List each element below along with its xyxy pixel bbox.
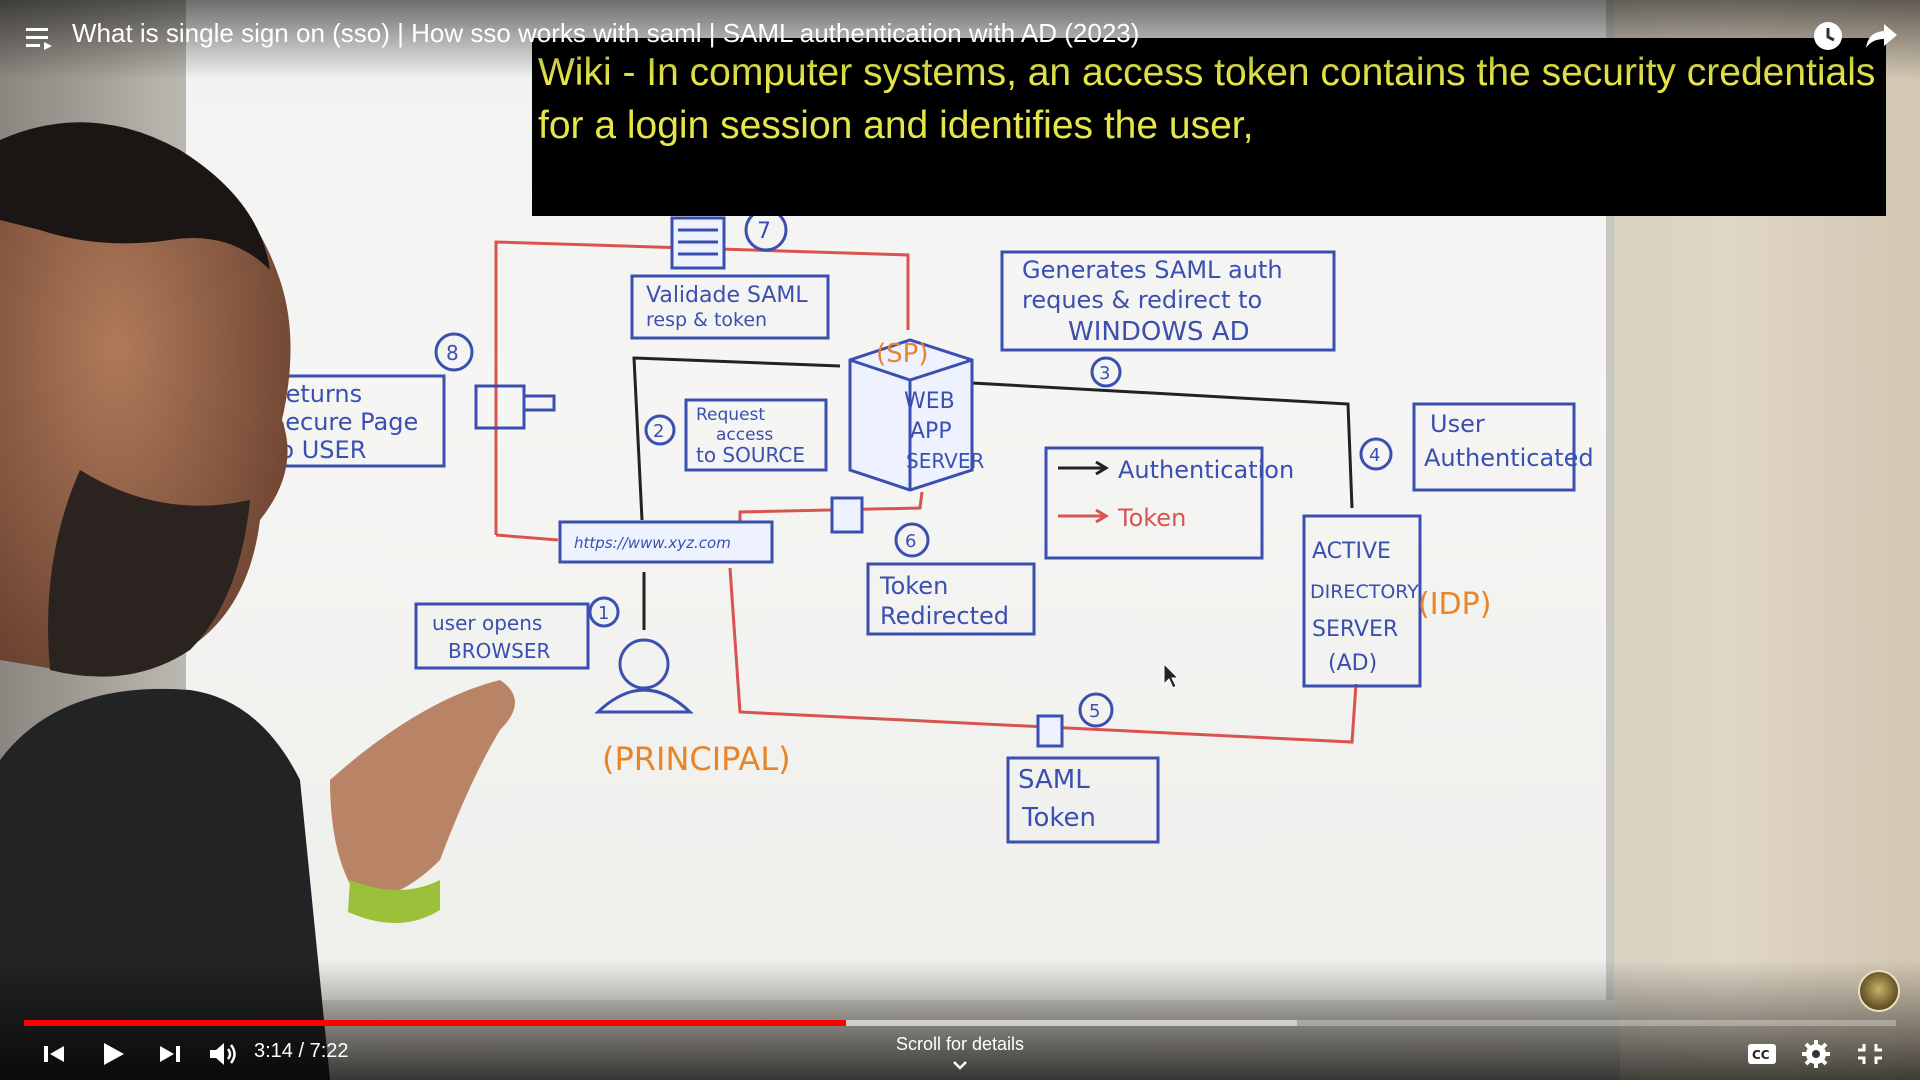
- generates-box: [1000, 250, 1336, 352]
- mouse-cursor: [1163, 662, 1180, 689]
- request-box: [684, 398, 828, 472]
- svg-text:BROWSER: BROWSER: [448, 639, 550, 663]
- svg-text:3: 3: [1099, 363, 1110, 384]
- svg-text:WINDOWS AD: WINDOWS AD: [1068, 317, 1250, 347]
- share-icon[interactable]: [1864, 20, 1898, 52]
- progress-bar[interactable]: [24, 1020, 1896, 1026]
- svg-text:Request: Request: [696, 405, 765, 425]
- svg-text:4: 4: [1369, 445, 1380, 466]
- black-auth-line: [632, 356, 841, 521]
- svg-text:Redirected: Redirected: [880, 602, 1009, 630]
- principal-head: [618, 638, 670, 690]
- svg-text:8: 8: [446, 341, 459, 365]
- progress-played: [24, 1020, 846, 1026]
- svg-text:to SOURCE: to SOURCE: [696, 443, 805, 467]
- svg-text:WEB: WEB: [904, 389, 955, 414]
- exit-fullscreen-icon[interactable]: [1852, 1038, 1888, 1070]
- svg-text:Generates SAML auth: Generates SAML auth: [1022, 256, 1283, 284]
- step-4: [1359, 437, 1393, 471]
- black-server-ad: [971, 381, 1354, 509]
- svg-text:Token: Token: [1117, 504, 1186, 532]
- step-3: [1090, 356, 1122, 388]
- step-5: [1078, 692, 1114, 728]
- svg-text:SERVER: SERVER: [906, 449, 984, 473]
- video-title[interactable]: What is single sign on (sso) | How sso w…: [72, 18, 1140, 48]
- svg-text:Token: Token: [1021, 803, 1096, 833]
- svg-text:5: 5: [1089, 701, 1100, 722]
- sp-label: (SP): [876, 339, 928, 369]
- svg-text:access: access: [716, 425, 773, 445]
- red-arrow-to-url: [495, 533, 559, 542]
- saml-doc-icon: [1036, 714, 1064, 748]
- next-icon[interactable]: [152, 1038, 188, 1070]
- svg-text:User: User: [1430, 410, 1485, 438]
- svg-text:(AD): (AD): [1328, 651, 1377, 676]
- token-redirected-box: [866, 562, 1036, 636]
- svg-text:user opens: user opens: [432, 611, 542, 635]
- play-icon[interactable]: [94, 1038, 130, 1070]
- svg-text:Secure Page: Secure Page: [270, 408, 418, 436]
- svg-text:reques & redirect to: reques & redirect to: [1022, 286, 1262, 314]
- legend-box: [1044, 446, 1264, 560]
- user-auth-box: [1412, 402, 1576, 492]
- top-gradient: [0, 0, 1920, 80]
- validate-line-2: resp & token: [646, 309, 767, 331]
- token-doc-icon: [830, 496, 864, 534]
- ad-box: [1302, 514, 1422, 688]
- step-8: [434, 332, 474, 372]
- svg-text:SERVER: SERVER: [1312, 617, 1398, 642]
- svg-text:SAML: SAML: [1018, 765, 1090, 795]
- svg-text:6: 6: [905, 531, 916, 552]
- validate-line-1: Validade SAML: [646, 283, 808, 308]
- chevron-down-icon[interactable]: [946, 1058, 974, 1074]
- user-opens-box: [414, 602, 590, 670]
- svg-text:Authentication: Authentication: [1118, 456, 1294, 484]
- playlist-menu-icon[interactable]: [26, 26, 56, 52]
- browser-url-bar: [558, 520, 774, 564]
- svg-text:https://www.xyz.com: https://www.xyz.com: [574, 534, 731, 552]
- settings-gear-icon[interactable]: [1798, 1038, 1834, 1070]
- watch-later-icon[interactable]: [1812, 20, 1844, 52]
- svg-text:CC: CC: [1752, 1048, 1770, 1062]
- time-display: 3:14 / 7:22: [254, 1040, 349, 1062]
- principal-body: [594, 688, 694, 714]
- step-1: [588, 596, 620, 628]
- captions-icon[interactable]: CC: [1744, 1038, 1780, 1070]
- step-2: [644, 414, 676, 446]
- previous-icon[interactable]: [36, 1038, 72, 1070]
- principal-label: (PRINCIPAL): [602, 740, 791, 778]
- svg-text:DIRECTORY: DIRECTORY: [1310, 581, 1419, 603]
- svg-text:APP: APP: [910, 419, 952, 444]
- validate-box: [630, 274, 830, 340]
- svg-text:2: 2: [653, 421, 664, 442]
- svg-text:1: 1: [598, 603, 609, 624]
- idp-label: (IDP): [1418, 587, 1491, 622]
- svg-text:Authenticated: Authenticated: [1424, 444, 1594, 472]
- saml-token-box: [1006, 756, 1160, 844]
- volume-icon[interactable]: [206, 1038, 242, 1070]
- step-6: [894, 522, 930, 558]
- svg-text:Token: Token: [879, 572, 948, 600]
- svg-text:ACTIVE: ACTIVE: [1312, 539, 1391, 564]
- scroll-for-details[interactable]: Scroll for details: [895, 1034, 1025, 1054]
- channel-watermark-icon[interactable]: [1858, 970, 1900, 1012]
- svg-text:7: 7: [757, 219, 771, 244]
